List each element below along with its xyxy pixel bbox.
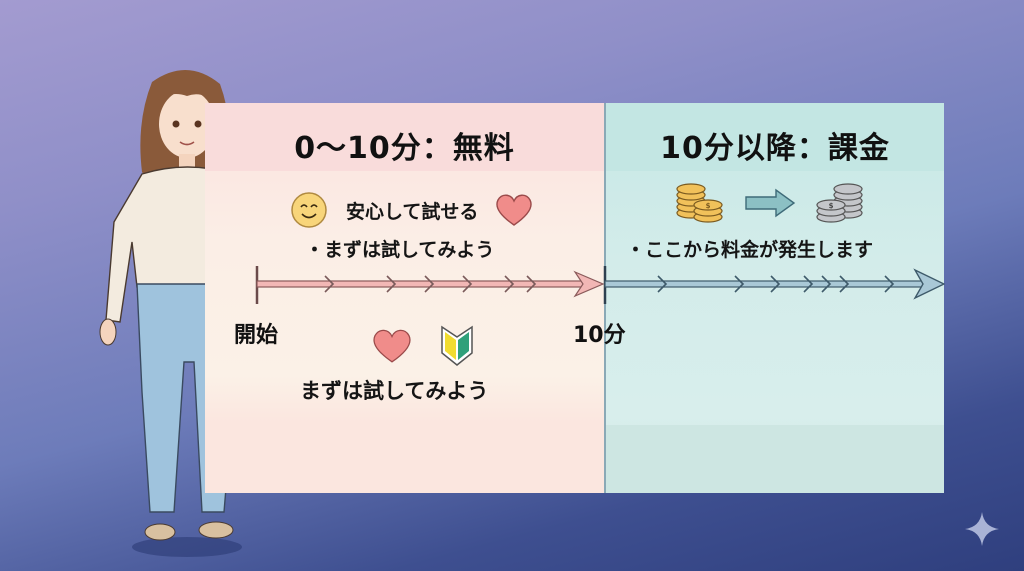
paid-icons-row: $ $: [674, 183, 866, 223]
free-section-title: 0〜10分：無料: [294, 131, 515, 166]
free-feature-row: 安心して試せる: [290, 191, 534, 229]
free-icons-row: [370, 323, 476, 369]
silver-coins-icon: $: [816, 183, 863, 223]
free-section-panel: 0〜10分：無料 安心して試せる ・まずは試してみよう: [205, 103, 604, 493]
arrow-right-icon: [745, 188, 796, 218]
free-feature-text: 安心して試せる: [346, 200, 479, 223]
timeline-axis: [255, 266, 945, 304]
paid-bullet: ・ここから料金が発生します: [626, 239, 874, 261]
pricing-board: 0〜10分：無料 安心して試せる ・まずは試してみよう: [205, 103, 945, 493]
svg-text:$: $: [829, 202, 834, 210]
timeline-start-label: 開始: [234, 323, 279, 348]
smiley-face-icon: [291, 192, 327, 228]
timeline-10min-label: 10分: [573, 323, 626, 348]
paid-header-band: [606, 103, 944, 171]
svg-text:$: $: [706, 202, 711, 210]
paid-section-panel: 10分以降：課金 $: [604, 103, 944, 493]
free-bullet: ・まずは試してみよう: [305, 239, 495, 261]
paid-section-title: 10分以降：課金: [660, 131, 890, 166]
heart-icon: [496, 194, 533, 226]
sparkle-icon: [965, 512, 999, 546]
beginner-mark-icon: [441, 325, 473, 366]
free-bottom-caption: まずは試してみよう: [300, 379, 489, 403]
paid-lower-band: [606, 425, 944, 493]
free-header-band: [205, 103, 604, 171]
heart-icon: [373, 329, 411, 363]
gold-coins-icon: $: [676, 183, 723, 223]
free-lower-band: [205, 425, 604, 493]
